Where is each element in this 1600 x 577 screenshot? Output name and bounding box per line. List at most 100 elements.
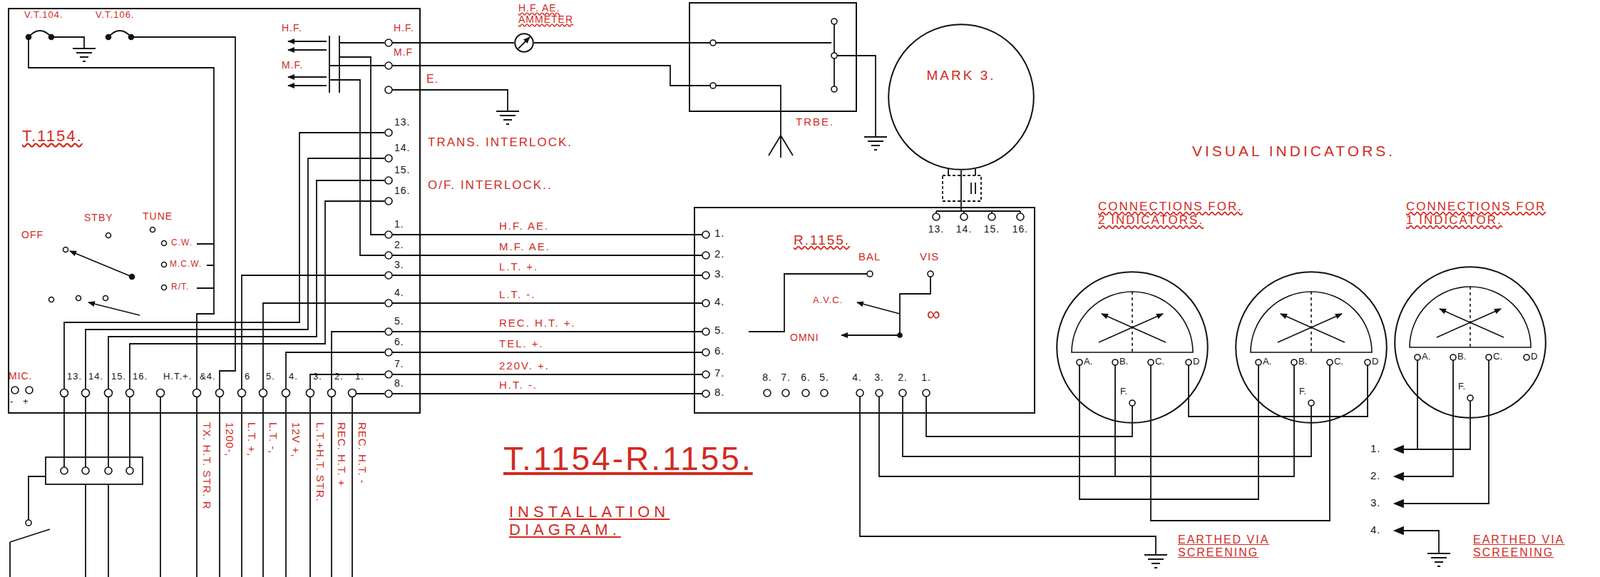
external-leads — [9, 396, 353, 577]
jack-label: V.T.104. — [24, 9, 64, 21]
circle-outline — [514, 33, 534, 53]
node-text: C. — [1155, 356, 1165, 368]
interlock-label: TRANS. INTERLOCK. — [427, 135, 573, 150]
terminal-number: 2. — [714, 248, 726, 261]
wire-connector — [420, 42, 515, 44]
node-text: B. — [1119, 356, 1128, 368]
jack-symbol — [28, 30, 132, 38]
terminal-stubs — [392, 42, 421, 394]
indicator-circle: A. B. C. D F. — [1234, 270, 1388, 424]
wire-connector — [420, 351, 694, 353]
terminal-number: 3. — [874, 372, 885, 384]
wire-label: L.T. +. — [499, 260, 539, 274]
lead-label: L.T.+H.T. STR. — [313, 422, 326, 502]
wire-label: L.T. -. — [499, 288, 537, 301]
node-outline — [693, 206, 1036, 414]
terminal-number: &4. — [199, 371, 217, 383]
terminal-number: 5. — [265, 371, 276, 383]
wire-connector — [420, 274, 694, 276]
earth-symbol — [72, 44, 96, 62]
node-title: A. — [1083, 356, 1093, 368]
node-text: C. — [1334, 356, 1344, 368]
lead-label: REC. H.T. - — [355, 422, 368, 485]
terminal-number: 5. — [714, 324, 726, 337]
terminal-number: 6 — [244, 371, 251, 383]
terminal-number: 15. — [983, 223, 1000, 236]
indicator-face — [1250, 291, 1372, 406]
node-text: F. — [1299, 386, 1307, 398]
terminal-number: 4. — [714, 295, 726, 309]
node-outline — [887, 23, 1035, 171]
changeover-arrows — [288, 76, 327, 78]
switch-position-label: ∞ — [926, 303, 942, 325]
node-text: D — [1371, 356, 1379, 368]
node-title: T.1154. — [22, 127, 83, 146]
indicator-wiring — [859, 360, 1489, 551]
wire-connector — [534, 42, 689, 44]
earth-symbol — [496, 106, 520, 125]
node-text: B. — [1298, 356, 1307, 368]
node-title: R.1155. — [793, 232, 850, 248]
switch-position-label: OFF — [21, 229, 44, 241]
changeover-arrows — [288, 84, 327, 87]
tuner-wiring — [688, 21, 876, 158]
box-outline — [689, 2, 857, 112]
terminal-label: E. — [426, 72, 439, 86]
lead-label: 12V +, — [289, 422, 302, 458]
lead-label: REC. H.T. + — [335, 422, 348, 487]
switch-label: M.F. — [281, 59, 304, 72]
terminal-number: 2. — [394, 239, 405, 251]
wire-connector — [902, 413, 1312, 457]
earth-lead — [420, 89, 508, 107]
lead-number: 3. — [1370, 496, 1382, 510]
terminal-number: 14. — [394, 142, 410, 155]
indicator-face — [1071, 291, 1193, 406]
tuning-box: TRBE. — [688, 2, 858, 112]
lead-label: 1200-, — [223, 422, 236, 458]
interlock-label: O/F. INTERLOCK.. — [427, 178, 553, 192]
wire-connector — [420, 373, 694, 376]
lead-number: 4. — [1370, 524, 1382, 537]
terminal-number: 14. — [956, 223, 972, 236]
terminal-number: 16. — [394, 185, 410, 197]
wire-label: H.F. AE. — [499, 220, 550, 233]
receiver-wiring — [693, 234, 931, 414]
switch-position-label: VIS — [919, 250, 940, 264]
node-text: D — [1530, 351, 1538, 363]
wire-label: M.F. AE. — [499, 240, 551, 254]
node-text: D — [1192, 356, 1200, 368]
lead-label: L.T. -, — [266, 422, 279, 455]
switch-position-label: A.V.C. — [812, 295, 843, 306]
terminal-number: 7. — [714, 367, 726, 380]
terminal-number: 4. — [852, 372, 863, 384]
changeover-arrows — [288, 40, 327, 43]
terminal-number: 3. — [714, 268, 726, 281]
circle-outline — [1394, 266, 1546, 418]
indicator-circle: A.B.C.DF. — [1393, 265, 1547, 419]
lead-label: L.T. +, — [245, 422, 258, 457]
node-outline — [688, 2, 858, 112]
switch-label: H.F. — [281, 22, 303, 35]
selector-arrow — [841, 334, 900, 336]
switch-position-label: M.C.W. — [169, 259, 202, 269]
terminal-number: 15. — [394, 164, 410, 177]
node-title: A. — [1262, 356, 1272, 368]
switch-position-label: C.W. — [171, 238, 193, 248]
node-text: F. — [1120, 386, 1128, 398]
circle-outline — [888, 24, 1034, 170]
box-outline — [8, 8, 420, 413]
node-text: F. — [1458, 381, 1466, 393]
ammeter-symbol: H.F. AE. AMMETER — [514, 32, 535, 53]
node-text: C. — [1493, 351, 1503, 363]
terminal-number: 13. — [67, 371, 82, 383]
terminal-number: 5. — [819, 372, 830, 384]
receiver-box: R.1155. — [693, 206, 1036, 414]
wire-connector — [420, 392, 694, 395]
terminal-number: 2. — [897, 372, 908, 384]
switch-position-label: R/T. — [171, 282, 189, 292]
earth-note: EARTHED VIA SCREENING — [1473, 533, 1573, 560]
